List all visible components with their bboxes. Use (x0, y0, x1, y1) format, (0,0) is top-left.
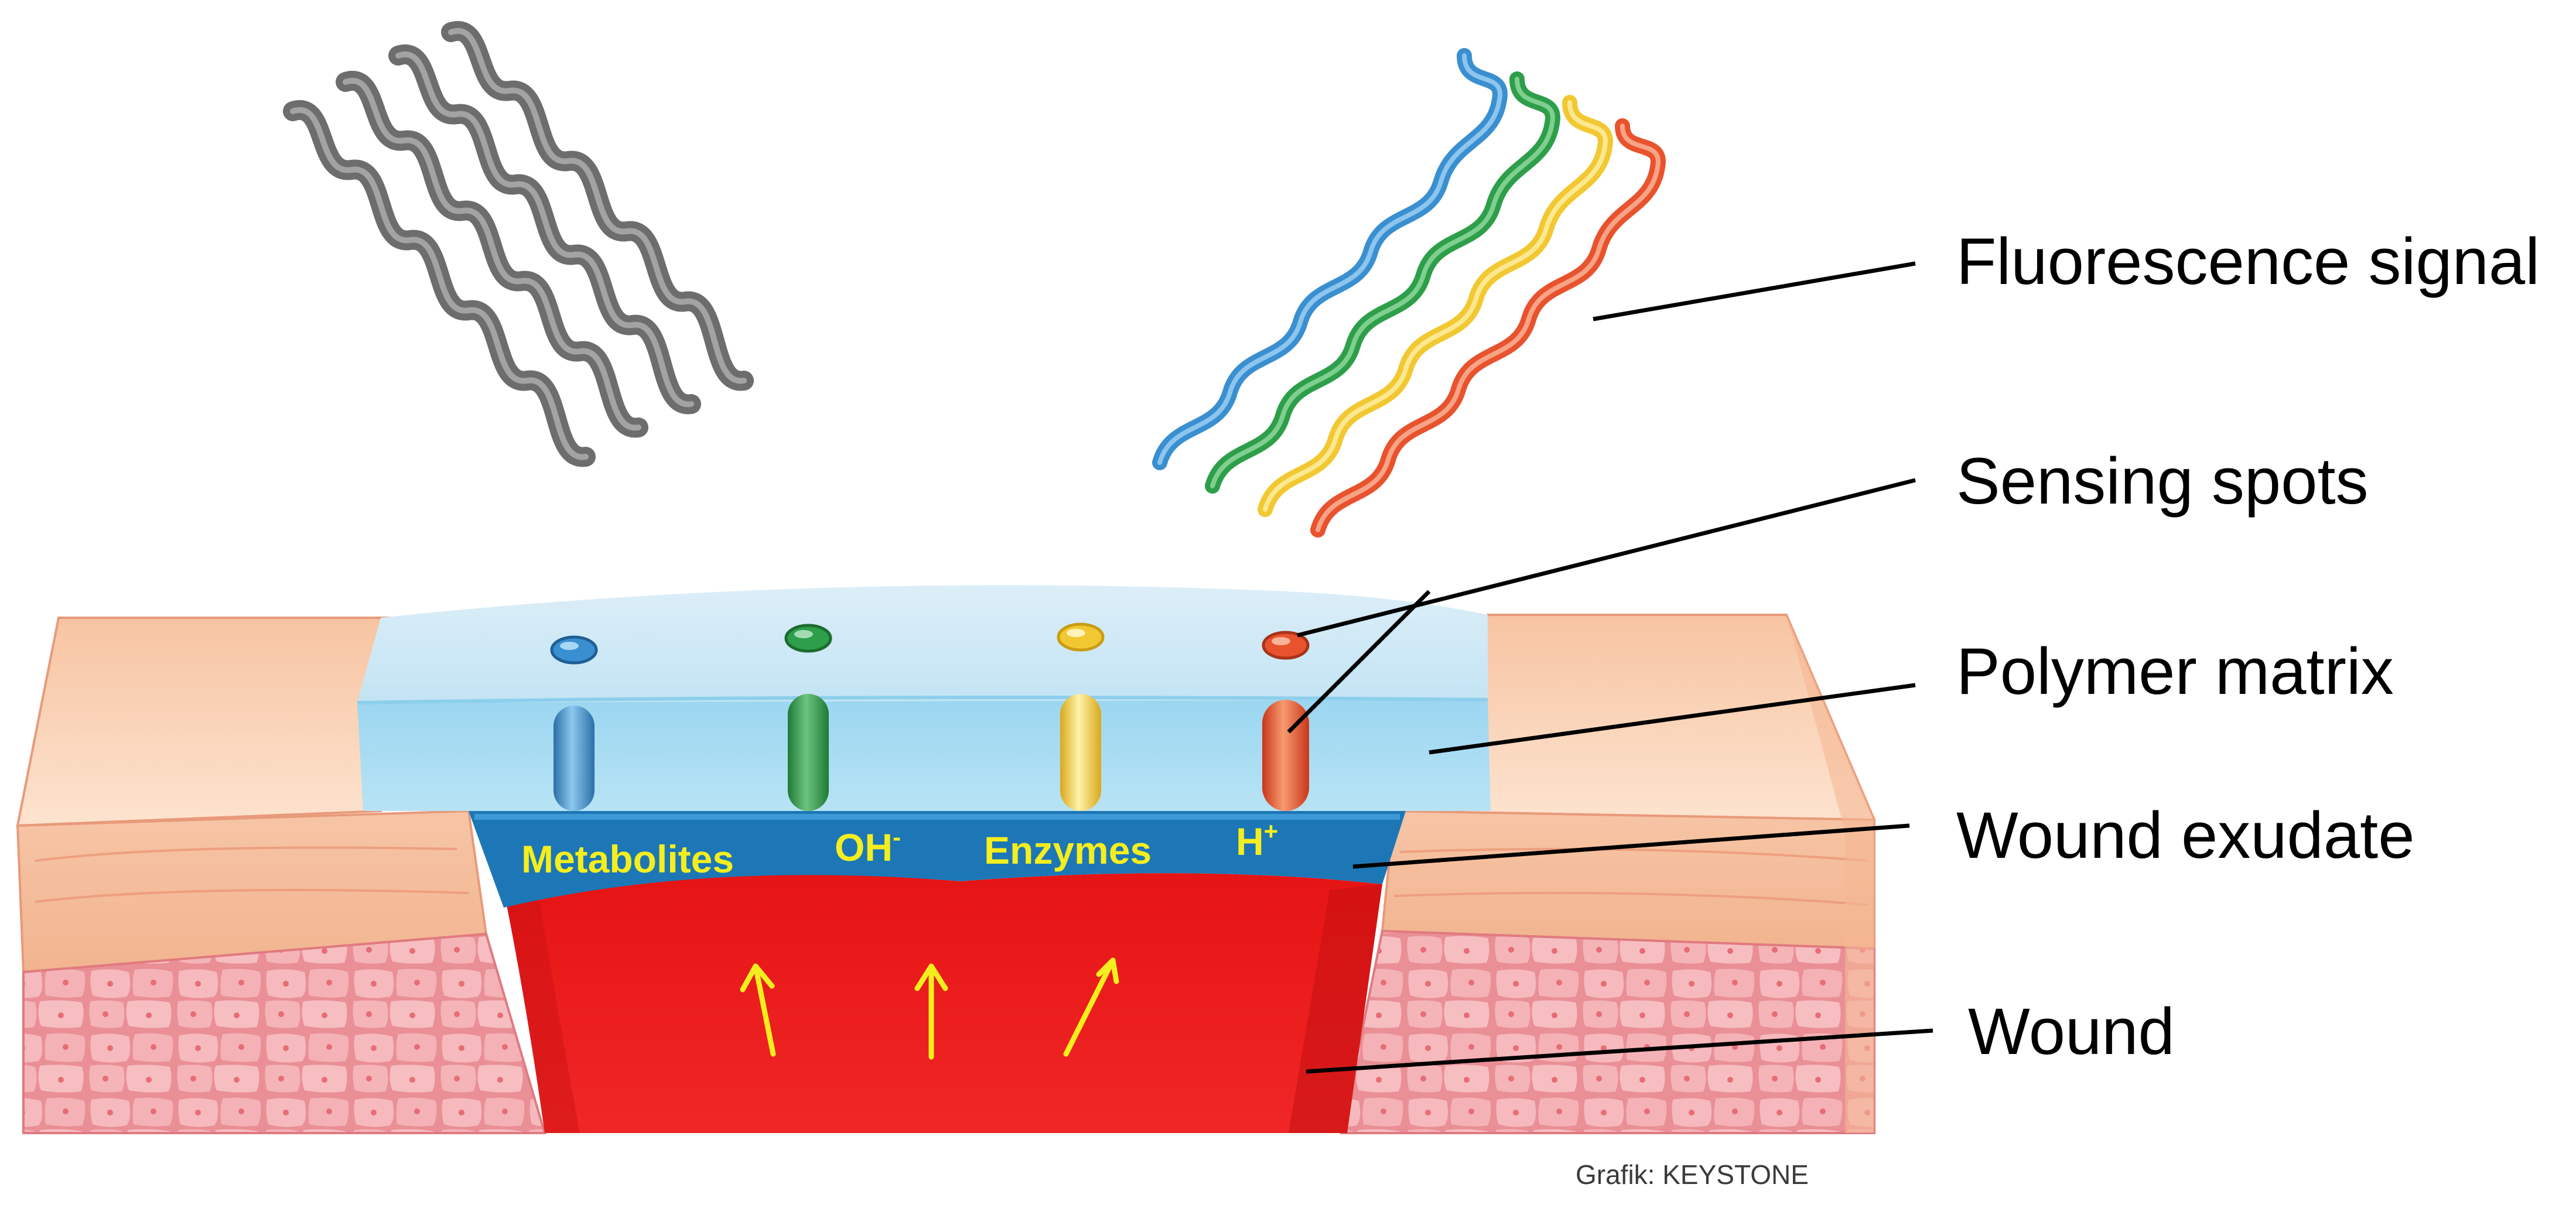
polymer-matrix (357, 585, 1491, 811)
leader-wound (1306, 1028, 1933, 1074)
wound-region (504, 872, 1382, 1133)
sensing-spot-blue (550, 635, 598, 665)
sensing-spots (550, 622, 1310, 665)
skin-top-left (16, 617, 412, 827)
polymer-front-face (357, 700, 1491, 811)
label-polymer-matrix: Polymer matrix (1956, 635, 2394, 708)
wound-exudate-layer (469, 811, 1406, 908)
sensing-spot-yellow (1057, 622, 1105, 652)
fluorescence-waves (1152, 48, 1666, 538)
species-enzymes: Enzymes (984, 829, 1152, 872)
callout-labels: Fluorescence signal Sensing spots Polyme… (1956, 225, 2540, 1068)
diffusion-arrows (740, 957, 1119, 1060)
species-hydroxide: OH- (835, 823, 901, 869)
sensor-rods (554, 694, 1309, 811)
sensor-rod-red (1262, 700, 1309, 811)
label-wound-exudate: Wound exudate (1956, 799, 2415, 872)
species-proton: H+ (1236, 817, 1278, 863)
species-metabolites: Metabolites (521, 837, 734, 881)
leader-lines (1287, 261, 1933, 1074)
leader-polymer (1429, 683, 1916, 755)
leader-sensing-spot-rod (1287, 590, 1431, 734)
leader-fluorescence (1593, 261, 1916, 321)
label-fluorescence-signal: Fluorescence signal (1956, 225, 2540, 298)
sensor-rod-blue (554, 706, 595, 811)
leader-sensing-spot-dot (1297, 478, 1916, 638)
tissue-cells-right (1340, 929, 1875, 1134)
label-wound: Wound (1968, 995, 2175, 1068)
arrow-up-2 (914, 963, 948, 1060)
leader-exudate (1352, 823, 1910, 869)
fluorescence-wave-green (1205, 71, 1560, 494)
excitation-waves (283, 21, 754, 467)
polymer-top-face (357, 585, 1488, 703)
arrow-up-1 (740, 963, 776, 1057)
exudate-species: Metabolites OH- Enzymes H+ (521, 817, 1278, 881)
label-sensing-spots: Sensing spots (1956, 444, 2369, 518)
skin-block (16, 614, 1877, 1134)
image-credit: Grafik: KEYSTONE (1576, 1159, 1809, 1190)
arrow-up-3 (1063, 957, 1119, 1057)
sensor-rod-green (788, 694, 829, 811)
sensor-rod-yellow (1060, 694, 1101, 811)
skin-side-right (1786, 615, 1874, 1133)
sensing-spot-green (784, 624, 832, 653)
